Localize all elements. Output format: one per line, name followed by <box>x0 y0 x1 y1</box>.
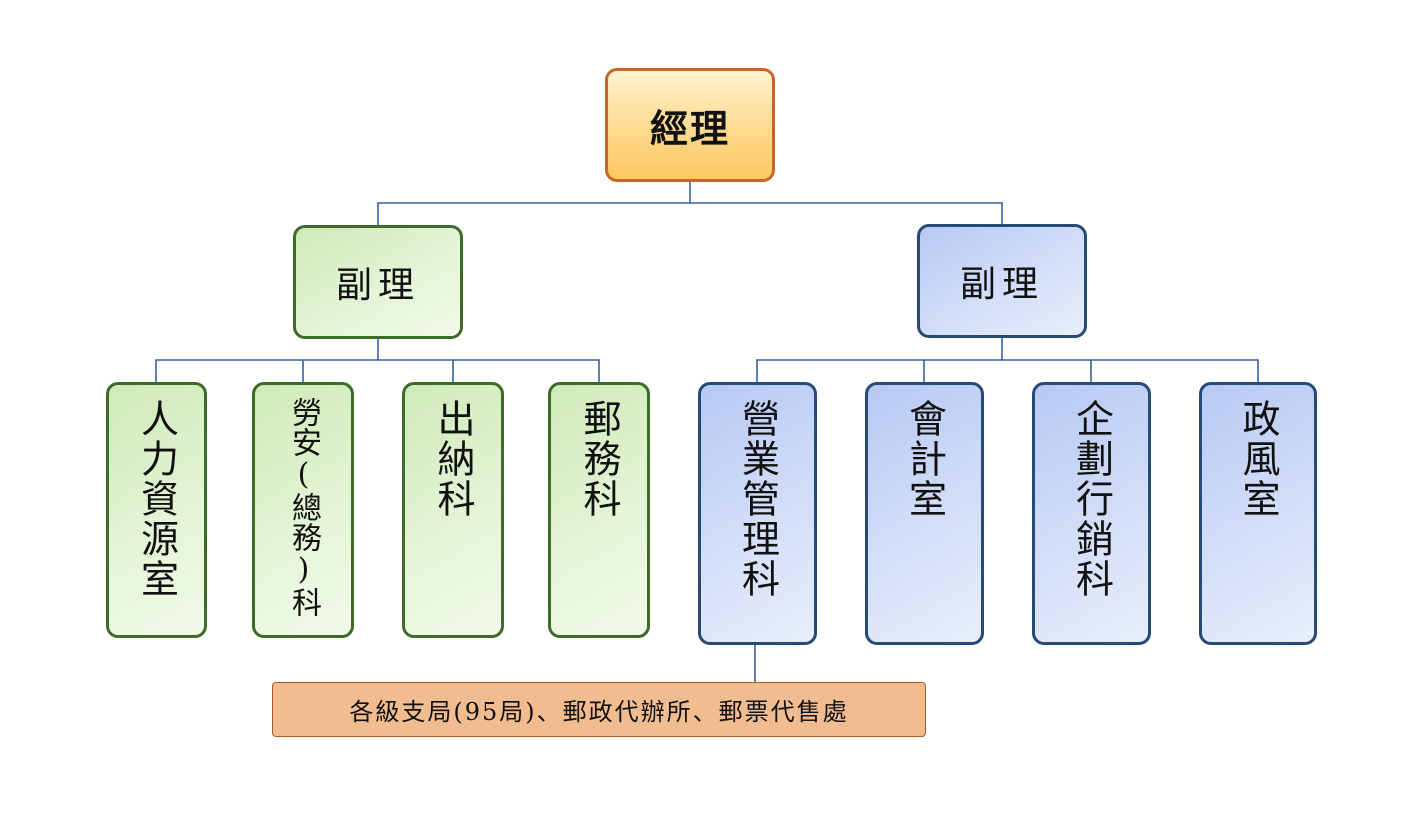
branch-offices-label: 各級支局(95局)、郵政代辦所、郵票代售處 <box>349 698 849 726</box>
manager-label: 經理 <box>649 105 730 151</box>
connector-manager-deputies <box>377 182 1003 225</box>
deputy-manager-left-box: 副理 <box>293 225 463 339</box>
deputy-manager-right-box: 副理 <box>917 224 1087 338</box>
unit-box-planning-marketing: 企劃行銷科 <box>1032 382 1151 645</box>
unit-label-labor-safety: 勞安(總務)科 <box>286 397 321 617</box>
unit-box-business-management: 營業管理科 <box>698 382 817 645</box>
manager-box: 經理 <box>605 68 775 182</box>
unit-label-cashier: 出納科 <box>431 399 475 519</box>
unit-box-labor-safety: 勞安(總務)科 <box>252 382 354 638</box>
unit-box-ethics: 政風室 <box>1199 382 1317 645</box>
connector-deputy-left-units <box>155 338 600 382</box>
unit-label-human-resources: 人力資源室 <box>134 399 179 599</box>
unit-label-accounting: 會計室 <box>902 399 947 519</box>
unit-label-business-management: 營業管理科 <box>735 399 780 599</box>
connector-deputy-right-units <box>756 337 1259 382</box>
unit-box-accounting: 會計室 <box>865 382 984 645</box>
unit-box-cashier: 出納科 <box>402 382 504 638</box>
unit-label-postal-affairs: 郵務科 <box>577 399 621 519</box>
unit-box-human-resources: 人力資源室 <box>106 382 207 638</box>
unit-label-ethics: 政風室 <box>1236 399 1280 519</box>
deputy-manager-right-label: 副理 <box>959 264 1044 305</box>
unit-box-postal-affairs: 郵務科 <box>548 382 650 638</box>
unit-label-planning-marketing: 企劃行銷科 <box>1069 399 1114 599</box>
branch-offices-box: 各級支局(95局)、郵政代辦所、郵票代售處 <box>272 682 926 737</box>
deputy-manager-left-label: 副理 <box>335 265 420 306</box>
